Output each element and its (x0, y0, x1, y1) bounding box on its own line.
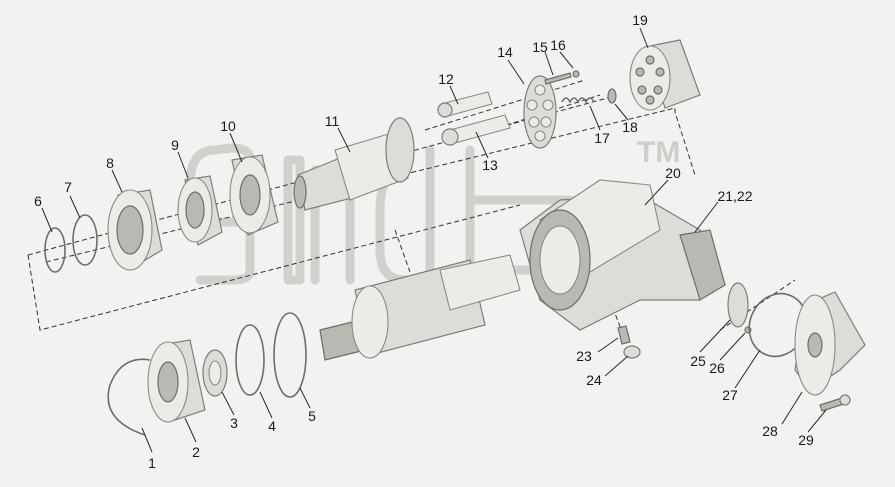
rotating-group-assembly (319, 254, 521, 361)
leader-lines (41, 27, 827, 453)
part-10-bearing (229, 154, 279, 236)
callout-18: 18 (622, 119, 638, 135)
callout-labels: 1 2 3 4 5 6 7 8 9 10 11 12 13 14 15 16 1… (34, 12, 814, 471)
part-28-end-cover (794, 291, 866, 396)
part-4-ring (235, 324, 265, 396)
part-2-shaft-seal (147, 339, 206, 423)
callout-14: 14 (497, 44, 513, 60)
callout-11: 11 (325, 113, 340, 129)
part-15-pin (544, 72, 572, 85)
callout-16: 16 (550, 37, 566, 53)
part-21-22-end-cap (679, 229, 726, 301)
part-23-plug (617, 325, 631, 345)
callout-2: 2 (192, 444, 200, 460)
callout-7: 7 (64, 179, 72, 195)
callout-23: 23 (576, 348, 592, 364)
callout-21-22: 21,22 (717, 188, 752, 204)
watermark-trademark: TM (637, 136, 680, 169)
callout-26: 26 (709, 360, 725, 376)
part-29-bolt (819, 394, 851, 412)
part-6-retaining-ring (44, 227, 66, 273)
callout-17: 17 (594, 130, 610, 146)
part-19-cylinder-block (629, 39, 701, 111)
callout-20: 20 (665, 165, 681, 181)
part-3-spacer (202, 349, 228, 397)
callout-1: 1 (148, 455, 156, 471)
callout-9: 9 (171, 137, 179, 153)
part-8-bearing (107, 189, 163, 271)
callout-15: 15 (532, 39, 548, 55)
part-13-piston (441, 114, 511, 146)
part-24-fitting (623, 345, 641, 359)
callout-27: 27 (722, 387, 738, 403)
callout-13: 13 (482, 157, 498, 173)
part-11-drive-shaft (293, 117, 415, 211)
part-18-washer (607, 88, 617, 104)
callout-10: 10 (220, 118, 236, 134)
part-14-retaining-plate (523, 75, 557, 149)
part-7-ring (72, 214, 98, 266)
part-12-piston (437, 91, 493, 118)
callout-5: 5 (308, 408, 316, 424)
part-1-snap-ring (107, 358, 151, 436)
callout-3: 3 (230, 415, 238, 431)
part-17-spring (561, 97, 595, 104)
callout-28: 28 (762, 423, 778, 439)
callout-12: 12 (438, 71, 454, 87)
part-25-seal (727, 282, 749, 328)
callout-19: 19 (632, 12, 648, 28)
callout-24: 24 (586, 372, 602, 388)
callout-29: 29 (798, 432, 814, 448)
callout-4: 4 (268, 418, 276, 434)
callout-6: 6 (34, 193, 42, 209)
part-9-bearing (177, 175, 223, 246)
part-16-pin (572, 70, 580, 78)
callout-25: 25 (690, 353, 706, 369)
part-5-ring (273, 312, 307, 398)
callout-8: 8 (106, 155, 114, 171)
